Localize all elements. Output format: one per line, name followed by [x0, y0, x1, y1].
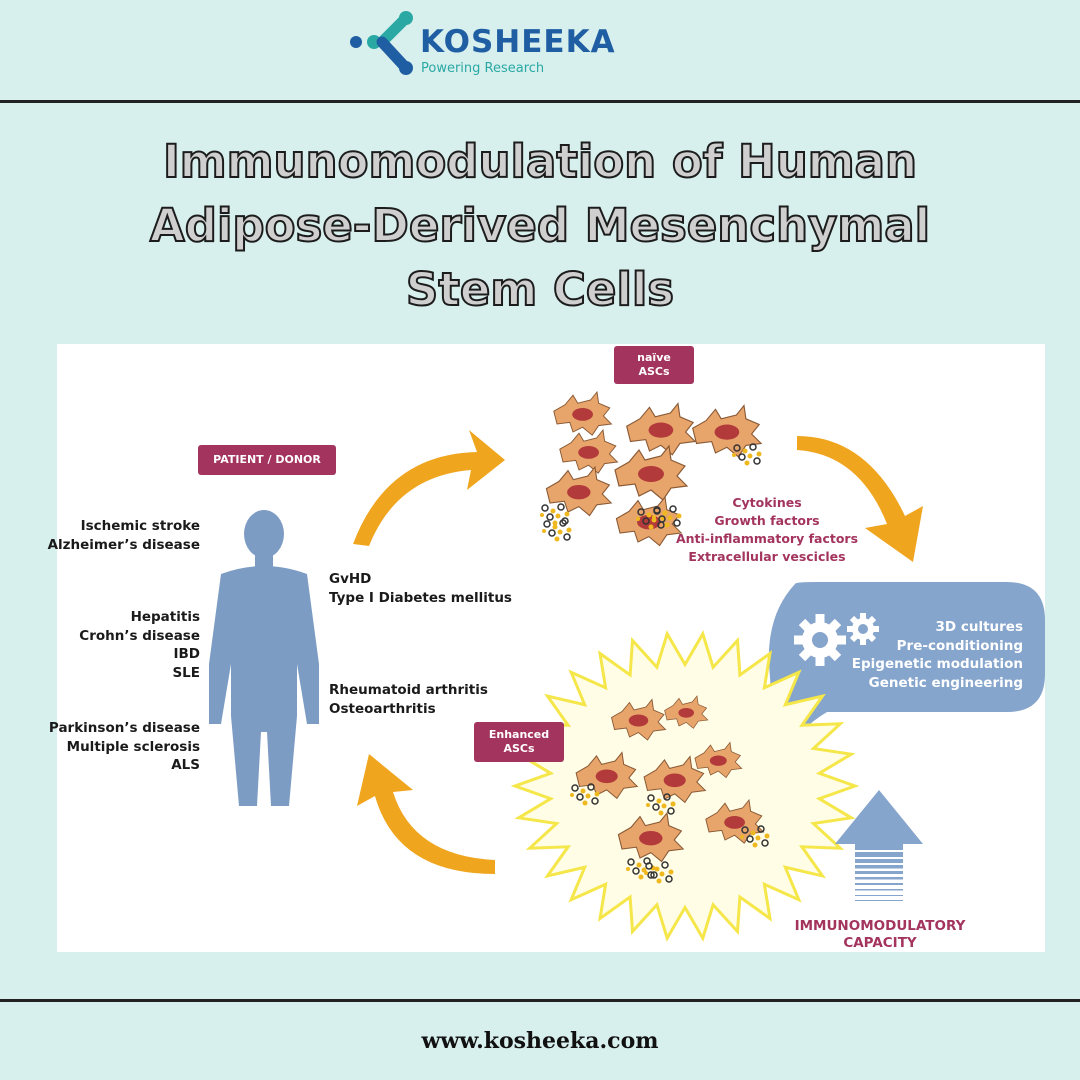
- method-3d-cultures: 3D cultures: [935, 619, 1023, 635]
- human-figure-icon: [209, 510, 319, 806]
- title-line-2: Adipose-Derived Mesenchymal: [149, 198, 931, 253]
- naive-asc-badge: naïve ASCs: [614, 346, 694, 384]
- diagram-panel: PATIENT / DONOR naïve ASCs Enhanced ASCs…: [48, 344, 1045, 952]
- arrow-to-patient-icon: [357, 754, 495, 874]
- disease-alzheimers: Alzheimer’s disease: [47, 536, 200, 553]
- disease-group-immune: GvHD Type I Diabetes mellitus: [329, 570, 512, 607]
- gear-icon: [794, 614, 846, 666]
- arrow-to-naive-icon: [353, 430, 505, 546]
- capacity-line-2: CAPACITY: [843, 935, 917, 951]
- secreted-factors-list: Cytokines Growth factors Anti-inflammato…: [667, 494, 867, 566]
- disease-ischemic-stroke: Ischemic stroke: [80, 518, 200, 534]
- website-url: www.kosheeka.com: [421, 1028, 659, 1054]
- title-line-3: Stem Cells: [405, 262, 675, 317]
- method-preconditioning: Pre-conditioning: [896, 637, 1023, 654]
- method-genetic-engineering: Genetic engineering: [868, 674, 1023, 691]
- disease-ibd: IBD: [173, 646, 200, 662]
- factor-anti-inflammatory: Anti-inflammatory factors: [675, 531, 859, 546]
- kosheeka-logo-icon: [350, 11, 413, 75]
- bottom-divider: [0, 999, 1080, 1002]
- naive-label-line-2: ASCs: [638, 365, 670, 378]
- factor-growth: Growth factors: [714, 513, 820, 528]
- disease-rheumatoid-arthritis: Rheumatoid arthritis: [329, 682, 488, 698]
- disease-osteoarthritis: Osteoarthritis: [329, 700, 436, 717]
- capacity-label: IMMUNOMODULATORY CAPACITY: [787, 918, 973, 952]
- enhanced-asc-badge: Enhanced ASCs: [474, 722, 564, 762]
- disease-crohns: Crohn’s disease: [79, 627, 200, 644]
- patient-donor-badge: PATIENT / DONOR: [198, 445, 336, 475]
- factor-extracellular-vesicles: Extracellular vescicles: [688, 549, 846, 564]
- top-divider: [0, 100, 1080, 103]
- disease-group-joint: Rheumatoid arthritis Osteoarthritis: [329, 681, 488, 718]
- brand-name: KOSHEEKA: [420, 24, 616, 60]
- small-gear-icon: [847, 613, 879, 645]
- modulation-methods-list: 3D cultures Pre-conditioning Epigenetic …: [852, 618, 1023, 692]
- disease-parkinsons: Parkinson’s disease: [48, 720, 200, 736]
- factor-cytokines: Cytokines: [732, 495, 802, 510]
- naive-label-line-1: naïve: [637, 351, 671, 364]
- disease-multiple-sclerosis: Multiple sclerosis: [66, 738, 200, 755]
- diagram-graphics: [209, 391, 1045, 942]
- disease-hepatitis: Hepatitis: [130, 609, 200, 625]
- arrow-to-modulation-icon: [797, 436, 923, 562]
- disease-als: ALS: [171, 757, 200, 773]
- brand-tagline: Powering Research: [421, 61, 545, 76]
- patient-donor-label: PATIENT / DONOR: [213, 453, 321, 466]
- method-epigenetic: Epigenetic modulation: [851, 656, 1023, 672]
- page-title: Immunomodulation of Human Adipose-Derive…: [0, 130, 1080, 322]
- title-line-1: Immunomodulation of Human: [162, 134, 918, 189]
- enhanced-label-line-1: Enhanced: [488, 728, 550, 741]
- disease-group-neuro-1: Ischemic stroke Alzheimer’s disease: [48, 517, 200, 554]
- disease-sle: SLE: [172, 664, 200, 681]
- disease-gvhd: GvHD: [329, 571, 372, 587]
- disease-group-neuro-2: Parkinson’s disease Multiple sclerosis A…: [49, 719, 200, 775]
- disease-type1-diabetes: Type I Diabetes mellitus: [329, 589, 512, 606]
- enhanced-label-line-2: ASCs: [503, 742, 535, 755]
- capacity-up-arrow-icon: [835, 790, 923, 901]
- capacity-line-1: IMMUNOMODULATORY: [794, 918, 966, 934]
- disease-group-autoimmune: Hepatitis Crohn’s disease IBD SLE: [79, 608, 200, 682]
